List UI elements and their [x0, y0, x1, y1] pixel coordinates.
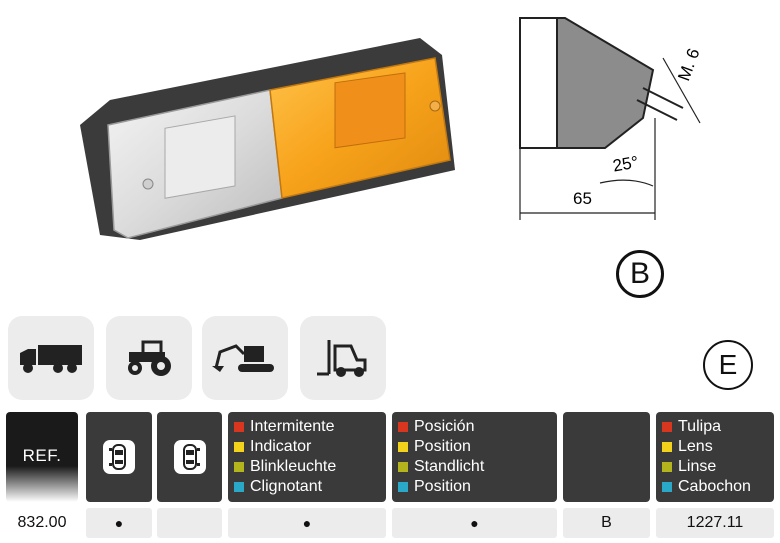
right-side-value: [157, 508, 222, 538]
tractor-tile: [106, 316, 192, 400]
position-value: ●: [392, 508, 557, 538]
left-side-header: [86, 412, 152, 502]
width-label: 65: [573, 189, 592, 208]
indicator-value: ●: [228, 508, 386, 538]
ref-header: REF.: [6, 412, 78, 502]
car-right-side-icon: [173, 440, 206, 474]
lang-fr: Clignotant: [234, 477, 386, 497]
drawing-header: [563, 412, 650, 502]
tractor-icon: [128, 340, 171, 376]
angle-label: 25°: [611, 152, 640, 175]
lang-de: Blinkleuchte: [234, 457, 386, 477]
excavator-icon: [212, 344, 274, 372]
lang-fr: Cabochon: [662, 477, 774, 497]
left-side-value: ●: [86, 508, 152, 538]
lang-es: Intermitente: [234, 417, 386, 437]
lang-fr: Position: [398, 477, 557, 497]
lang-en: Indicator: [234, 437, 386, 457]
lang-es: Posición: [398, 417, 557, 437]
car-left-side-icon: [103, 440, 135, 474]
forklift-tile: [300, 316, 386, 400]
approval-mark-e: E: [703, 340, 753, 390]
truck-icon: [20, 345, 82, 373]
position-header: Posición Position Standlicht Position: [392, 412, 557, 502]
excavator-tile: [202, 316, 288, 400]
lens-header: Tulipa Lens Linse Cabochon: [656, 412, 774, 502]
indicator-header: Intermitente Indicator Blinkleuchte Clig…: [228, 412, 386, 502]
lang-de: Linse: [662, 457, 774, 477]
ref-value: 832.00: [6, 508, 78, 538]
technical-drawing: M. 6 25° 65: [519, 17, 703, 220]
drawing-reference-b: B: [616, 250, 664, 298]
lang-de: Standlicht: [398, 457, 557, 477]
thread-label: M. 6: [674, 46, 703, 84]
forklift-icon: [317, 340, 367, 377]
lang-en: Position: [398, 437, 557, 457]
drawing-value: B: [563, 508, 650, 538]
lamp-photo: [80, 38, 455, 240]
lang-es: Tulipa: [662, 417, 774, 437]
lang-en: Lens: [662, 437, 774, 457]
right-side-header: [157, 412, 222, 502]
truck-tile: [8, 316, 94, 400]
lens-value: 1227.11: [656, 508, 774, 538]
